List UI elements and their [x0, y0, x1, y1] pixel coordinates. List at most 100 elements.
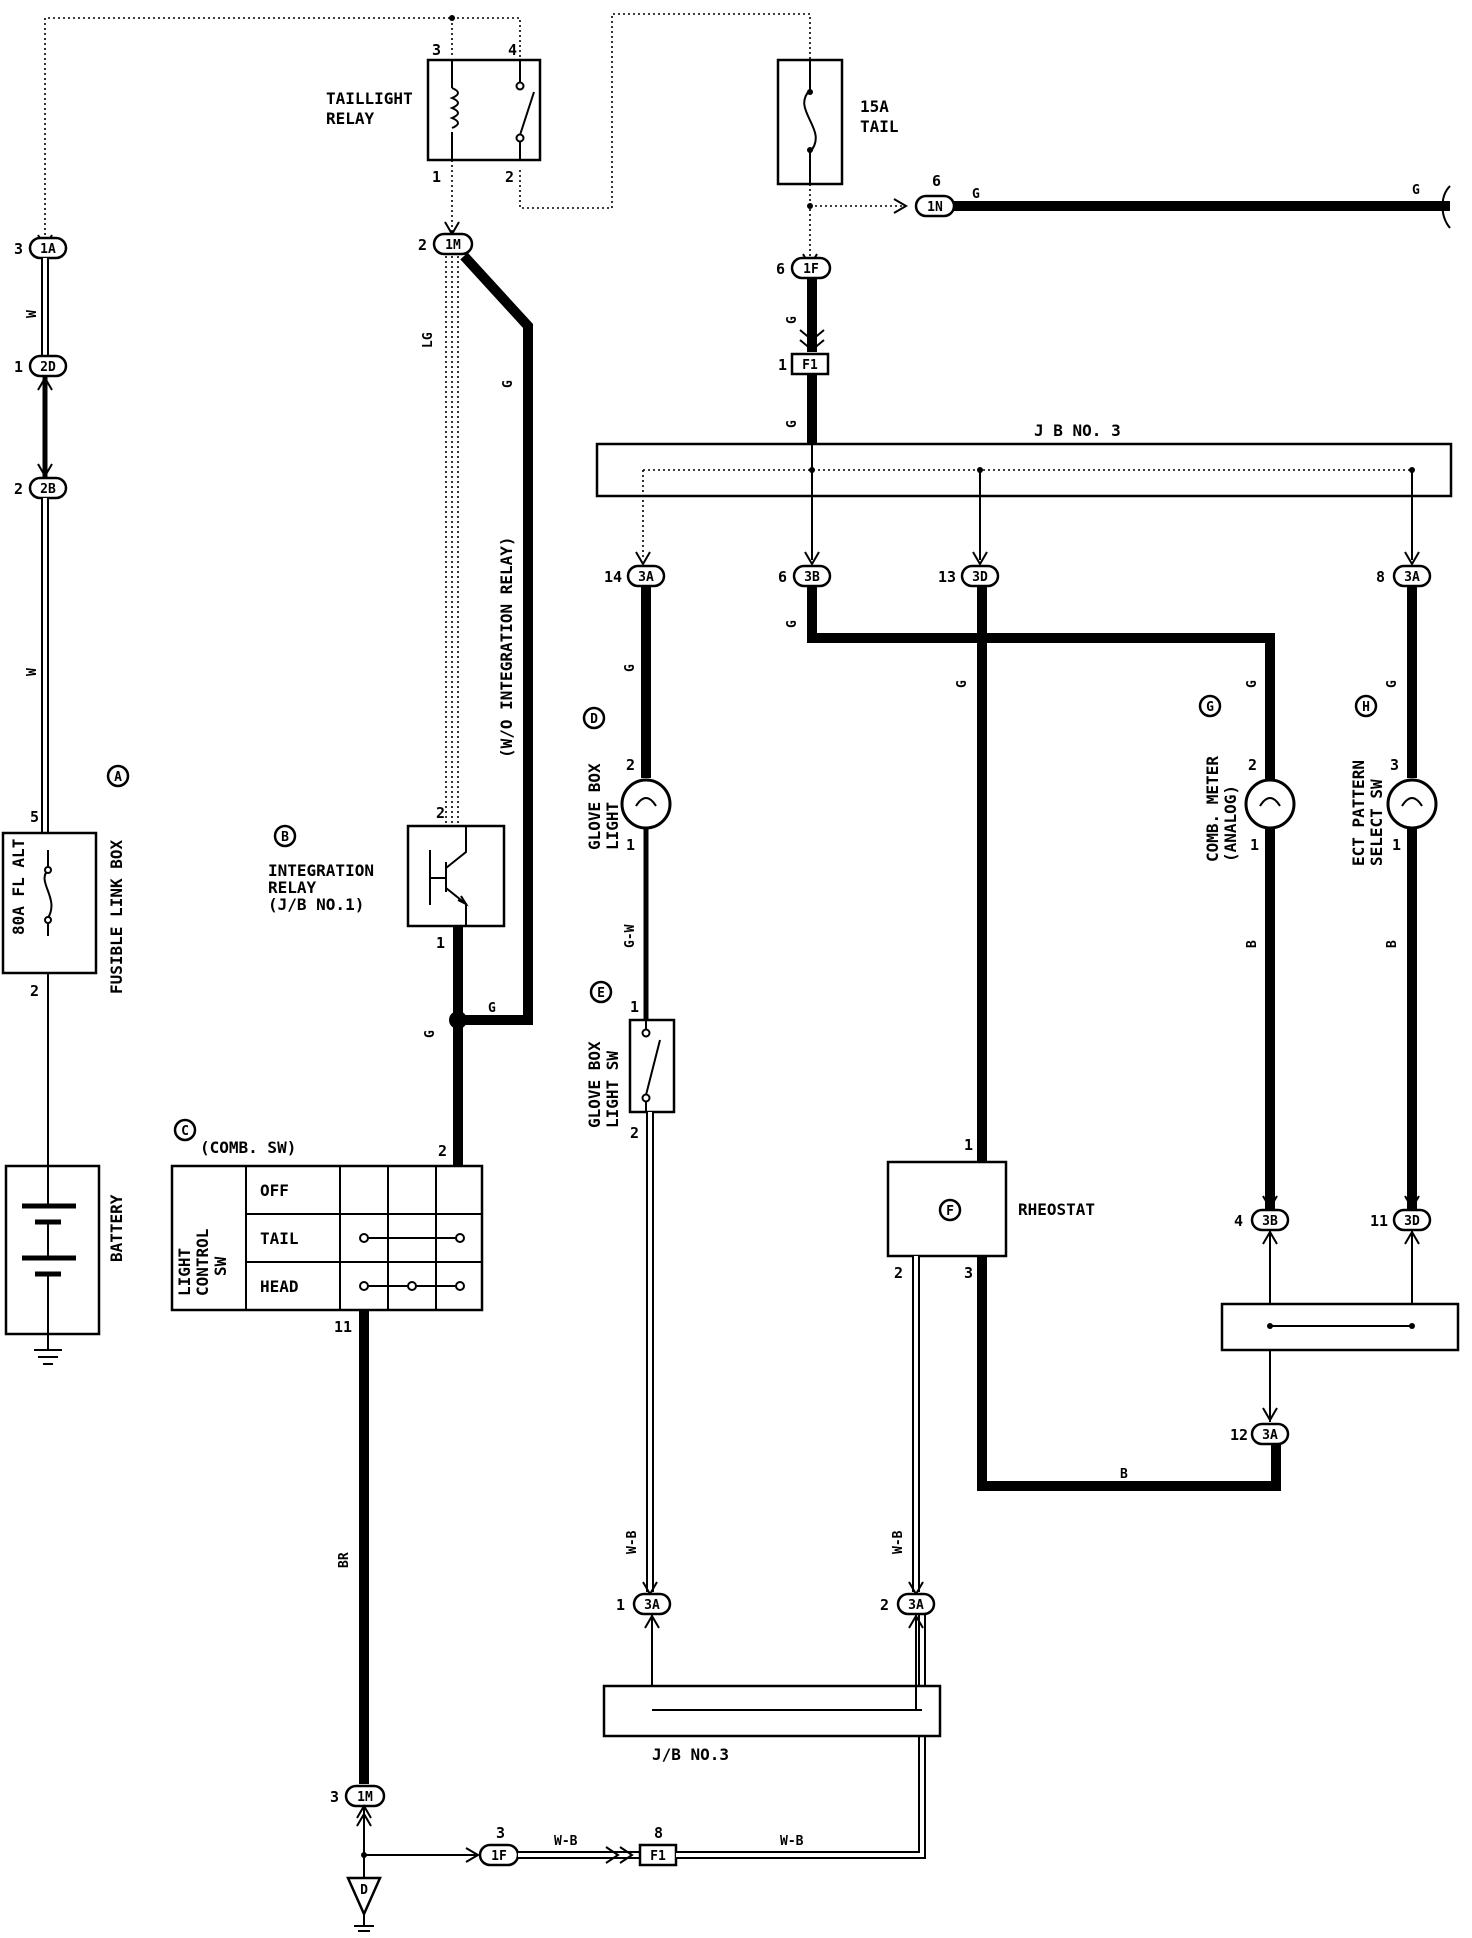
connector-3A-14: 3A — [626, 564, 666, 588]
battery: BATTERY — [4, 1164, 126, 1365]
integration-relay-label: INTEGRATION RELAY (J/B NO.1) — [268, 861, 384, 914]
glove-box-light-label-1: GLOVE BOX — [585, 763, 604, 850]
pin-label: 1 — [436, 934, 445, 952]
pin-label: 1 — [778, 356, 787, 374]
light-control-sw-label-1: LIGHT — [175, 1248, 194, 1296]
pin-label: 8 — [654, 1824, 663, 1842]
svg-text:E: E — [597, 986, 605, 1001]
ref-G: G — [1198, 694, 1222, 718]
wire-color-lg: LG — [421, 332, 436, 348]
wire-color-g: G — [785, 620, 800, 628]
wire-color-g: G — [501, 380, 516, 388]
glove-box-circuit: 3A 14 G 2 1 D GLOVE BOX LIGHT G-W E 1 — [582, 564, 922, 1711]
wire-color-b: B — [1120, 1467, 1128, 1482]
jb-no3-top: J B NO. 3 — [595, 421, 1453, 566]
pin-label: 2 — [30, 982, 39, 1000]
pin-label: 2 — [626, 756, 635, 774]
fusible-link-label: 80A FL ALT — [9, 839, 28, 935]
wire-color-g: G — [623, 664, 638, 672]
rheostat-circuit: 3B 6 G 3D 13 G 1 F RHEOSTAT 2 3 W-B 3A 2 — [778, 564, 1281, 1710]
battery-circuit: 1A 3 W 2D 1 2B 2 W 5 80A FL ALT FUSIBLE … — [1, 234, 130, 1365]
integration-relay-label-1: INTEGRATION — [268, 861, 374, 880]
svg-text:3B: 3B — [804, 570, 820, 585]
wire-color-g: G — [423, 1030, 438, 1038]
wire-color-g: G — [1412, 183, 1420, 198]
svg-text:1F: 1F — [491, 1849, 507, 1864]
svg-text:3A: 3A — [644, 1598, 660, 1613]
wire-color-g: G — [955, 680, 970, 688]
connector-3B-4: 3B — [1250, 1208, 1290, 1232]
fusible-link-box: 80A FL ALT FUSIBLE LINK BOX — [1, 831, 126, 994]
pin-label: 6 — [932, 172, 941, 190]
glove-box-light-lamp — [620, 778, 672, 830]
svg-text:3B: 3B — [1262, 1214, 1278, 1229]
pin-label: 1 — [432, 168, 441, 186]
pin-label: 6 — [778, 568, 787, 586]
pin-label: 1 — [630, 998, 639, 1016]
pin-label: 11 — [334, 1318, 352, 1336]
wire-color-g: G — [1245, 680, 1260, 688]
svg-text:D: D — [360, 1883, 368, 1898]
tail-fuse-label: 15A TAIL — [860, 97, 899, 136]
pin-label: 2 — [1248, 756, 1257, 774]
svg-text:2B: 2B — [40, 482, 56, 497]
pin-label: 2 — [14, 480, 23, 498]
connector-F1-bottom: F1 — [638, 1843, 678, 1867]
pin-label: 13 — [938, 568, 956, 586]
connector-1N: 1N — [914, 194, 956, 218]
taillight-relay-label-2: RELAY — [326, 109, 375, 128]
comb-meter-label-1: COMB. METER — [1203, 756, 1222, 862]
ref-E: E — [589, 980, 613, 1004]
ref-D: D — [582, 706, 606, 730]
taillight-relay-label: TAILLIGHT RELAY — [326, 89, 422, 128]
svg-text:3D: 3D — [1404, 1214, 1420, 1229]
wire-color-g: G — [488, 1001, 496, 1016]
taillight-relay-label-1: TAILLIGHT — [326, 89, 413, 108]
svg-text:1M: 1M — [445, 238, 461, 253]
svg-text:G: G — [1206, 700, 1214, 715]
wire-color-wb: W-B — [891, 1530, 906, 1554]
pin-label: 2 — [505, 168, 514, 186]
jb-no3-right-bar — [1220, 1302, 1460, 1352]
pin-label: 3 — [432, 41, 441, 59]
wire-color-wb: W-B — [625, 1530, 640, 1554]
comb-meter-label-2: (ANALOG) — [1221, 785, 1240, 862]
ref-A: A — [106, 764, 130, 788]
comb-sw-label: (COMB. SW) — [200, 1138, 296, 1157]
rheostat-label: RHEOSTAT — [1018, 1200, 1095, 1219]
integration-relay-label-3: (J/B NO.1) — [268, 895, 364, 914]
svg-text:A: A — [114, 770, 122, 785]
pin-label: 3 — [330, 1788, 339, 1806]
pin-label: 1 — [964, 1136, 973, 1154]
wire-color-g: G — [972, 187, 980, 202]
tail-fuse-label-1: 15A — [860, 97, 889, 116]
tail-fuse: 15A TAIL — [776, 58, 899, 186]
pin-label: 2 — [436, 804, 445, 822]
pin-label: 2 — [894, 1264, 903, 1282]
connector-3A-1: 3A — [632, 1592, 672, 1616]
svg-text:1F: 1F — [803, 262, 819, 277]
wire-color-g: G — [785, 316, 800, 324]
pin-label: 1 — [626, 836, 635, 854]
svg-text:3D: 3D — [972, 570, 988, 585]
pin-label: 12 — [1230, 1426, 1248, 1444]
jb-no3-top-label: J B NO. 3 — [1034, 421, 1121, 440]
pin-label: 5 — [30, 808, 39, 826]
connector-F1-top: F1 — [790, 352, 830, 376]
connector-3A-12: 3A — [1250, 1422, 1290, 1446]
svg-text:3A: 3A — [908, 1598, 924, 1613]
top-feed-wires — [44, 13, 811, 235]
integration-relay-label-2: RELAY — [268, 878, 317, 897]
ref-B: B — [273, 824, 297, 848]
light-control-sw-label-2: CONTROL — [193, 1229, 212, 1296]
integration-relay-circuit: 1M 2 LG 2 G (W/O INTEGRATION RELAY) INTE… — [268, 160, 533, 1166]
svg-text:F1: F1 — [650, 1849, 666, 1864]
svg-text:3A: 3A — [638, 570, 654, 585]
connector-3D-11: 3D — [1392, 1208, 1432, 1232]
connector-3B-6: 3B — [792, 564, 832, 588]
switch-position-off: OFF — [260, 1181, 289, 1200]
pin-label: 3 — [964, 1264, 973, 1282]
pin-label: 6 — [776, 260, 785, 278]
pin-label: 3 — [496, 1824, 505, 1842]
wo-integration-relay-label: (W/O INTEGRATION RELAY) — [497, 536, 516, 758]
